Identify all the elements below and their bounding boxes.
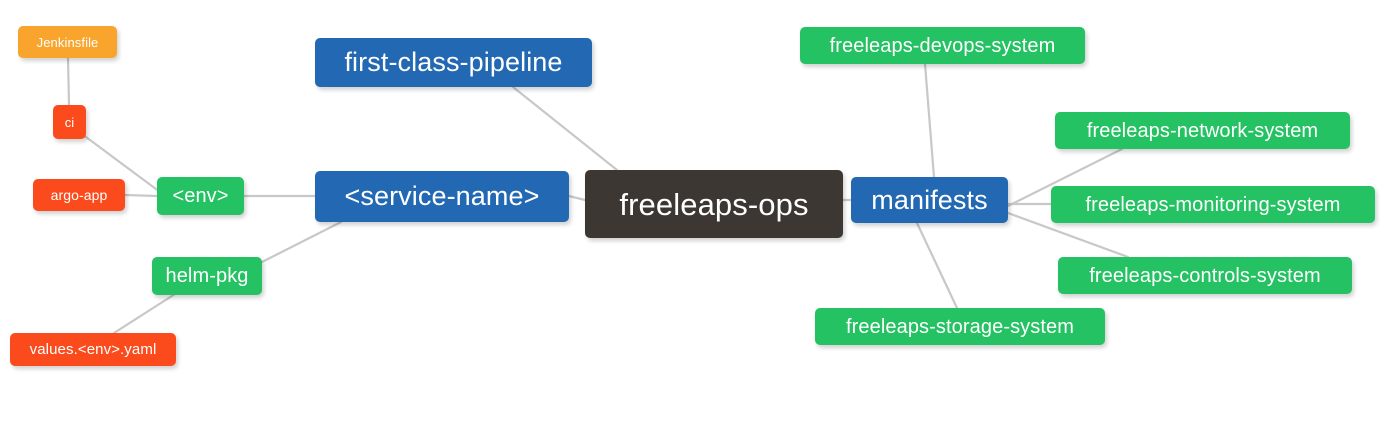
edge-argo-app-to-env — [123, 193, 159, 198]
mindmap-node-manifests[interactable]: manifests — [851, 177, 1008, 223]
node-label-freeleaps-network-system: freeleaps-network-system — [1086, 119, 1319, 142]
node-label-argo-app: argo-app — [50, 187, 108, 203]
node-label-ci: ci — [64, 114, 75, 130]
mindmap-node-freeleaps-controls-system[interactable]: freeleaps-controls-system — [1058, 257, 1352, 294]
mindmap-node-freeleaps-monitoring-system[interactable]: freeleaps-monitoring-system — [1051, 186, 1375, 223]
mindmap-node-helm-pkg[interactable]: helm-pkg — [152, 257, 262, 295]
mindmap-node-env[interactable]: <env> — [157, 177, 244, 215]
node-label-manifests: manifests — [871, 184, 988, 215]
edge-first-class-pipeline-to-freeleaps-ops — [511, 85, 619, 172]
node-label-env: <env> — [172, 185, 229, 207]
mindmap-node-freeleaps-devops-system[interactable]: freeleaps-devops-system — [800, 27, 1085, 64]
edge-values-yaml-to-helm-pkg — [112, 292, 177, 335]
mindmap-node-argo-app[interactable]: argo-app — [33, 179, 125, 211]
node-label-first-class-pipeline: first-class-pipeline — [344, 47, 563, 77]
mindmap-node-jenkinsfile[interactable]: Jenkinsfile — [18, 26, 117, 58]
edge-freeleaps-devops-system-to-manifests — [923, 62, 936, 179]
mindmap-node-ci[interactable]: ci — [53, 105, 86, 139]
edge-manifests-to-freeleaps-storage-system — [915, 221, 959, 310]
mindmap-node-freeleaps-ops[interactable]: freeleaps-ops — [585, 170, 843, 238]
node-label-values-yaml: values.<env>.yaml — [29, 341, 157, 358]
node-label-freeleaps-storage-system: freeleaps-storage-system — [845, 315, 1075, 338]
mindmap-node-first-class-pipeline[interactable]: first-class-pipeline — [315, 38, 592, 87]
edge-service-name-to-freeleaps-ops — [567, 194, 587, 202]
node-label-freeleaps-ops: freeleaps-ops — [619, 186, 809, 222]
node-label-freeleaps-devops-system: freeleaps-devops-system — [829, 34, 1056, 57]
edge-helm-pkg-to-service-name — [260, 220, 343, 264]
mindmap-node-service-name[interactable]: <service-name> — [315, 171, 569, 222]
node-label-helm-pkg: helm-pkg — [165, 265, 249, 287]
node-label-freeleaps-controls-system: freeleaps-controls-system — [1089, 264, 1321, 287]
node-label-service-name: <service-name> — [344, 181, 540, 211]
mindmap-node-freeleaps-storage-system[interactable]: freeleaps-storage-system — [815, 308, 1105, 345]
edge-jenkinsfile-to-ci — [66, 56, 71, 107]
node-label-freeleaps-monitoring-system: freeleaps-monitoring-system — [1085, 193, 1341, 216]
node-label-jenkinsfile: Jenkinsfile — [36, 34, 99, 50]
mindmap-node-freeleaps-network-system[interactable]: freeleaps-network-system — [1055, 112, 1350, 149]
mindmap-node-values-yaml[interactable]: values.<env>.yaml — [10, 333, 176, 366]
